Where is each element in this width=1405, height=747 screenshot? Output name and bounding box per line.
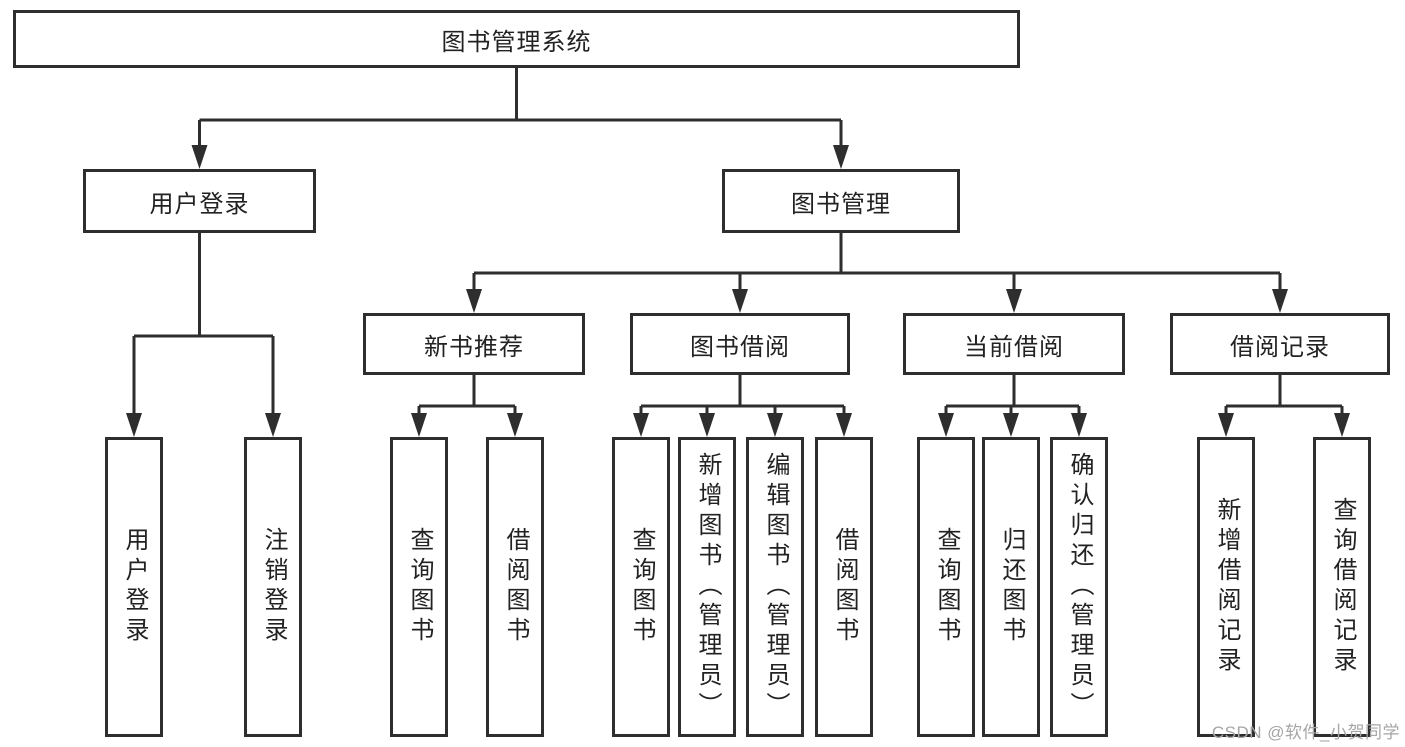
node-label: 确认归还（管理员） (1066, 452, 1093, 722)
node-query-books-recommend: 查询图书 (390, 437, 448, 737)
arrow-down-icon (507, 413, 523, 437)
arrow-down-icon (836, 413, 852, 437)
node-query-borrow-record: 查询借阅记录 (1313, 437, 1371, 737)
arrow-down-icon (411, 413, 427, 437)
arrow-down-icon (265, 413, 281, 437)
node-new-book-recommend: 新书推荐 (363, 313, 585, 375)
node-book-management: 图书管理 (722, 169, 960, 233)
node-label: 新增图书（管理员） (694, 452, 721, 722)
arrow-down-icon (1218, 413, 1234, 437)
node-borrow-books-recommend: 借阅图书 (486, 437, 544, 737)
node-label: 新书推荐 (424, 333, 524, 361)
node-label: 查询借阅记录 (1329, 497, 1356, 677)
node-label: 新增借阅记录 (1213, 497, 1240, 677)
node-label: 借阅图书 (831, 527, 858, 647)
connector-book-management-to-level3 (472, 233, 1282, 294)
node-label: 借阅记录 (1230, 333, 1330, 361)
node-book-borrowing: 图书借阅 (630, 313, 850, 375)
node-user-login: 用户登录 (83, 169, 316, 233)
arrow-down-icon (191, 145, 208, 169)
node-label: 查询图书 (628, 527, 655, 647)
connector-current-borrowing-to-leaves (944, 375, 1081, 418)
arrow-down-icon (732, 289, 748, 313)
arrow-down-icon (699, 413, 715, 437)
connector-user-login-to-leaves (132, 233, 275, 418)
arrow-down-icon (1071, 413, 1087, 437)
arrow-down-icon (126, 413, 142, 437)
arrow-down-icon (1006, 289, 1022, 313)
node-label: 图书借阅 (690, 333, 790, 361)
node-user-login-leaf: 用户登录 (105, 437, 163, 737)
node-label: 查询图书 (406, 527, 433, 647)
arrow-down-icon (633, 413, 649, 437)
node-edit-book-admin: 编辑图书（管理员） (746, 437, 804, 737)
connector-borrow-records-to-leaves (1224, 375, 1344, 418)
arrow-down-icon (1272, 289, 1288, 313)
arrow-down-icon (466, 289, 482, 313)
node-label: 图书管理系统 (441, 28, 592, 56)
arrow-down-icon (1003, 413, 1019, 437)
node-label: 编辑图书（管理员） (762, 452, 789, 722)
node-label: 归还图书 (998, 527, 1025, 647)
arrow-down-icon (833, 145, 849, 169)
csdn-watermark: CSDN @软件_小贺同学 (1211, 723, 1400, 742)
node-query-books-current: 查询图书 (917, 437, 975, 737)
node-borrow-records: 借阅记录 (1170, 313, 1390, 375)
node-logout: 注销登录 (244, 437, 302, 737)
node-confirm-return-admin: 确认归还（管理员） (1050, 437, 1108, 737)
node-label: 借阅图书 (502, 527, 529, 647)
node-query-books-borrowing: 查询图书 (612, 437, 670, 737)
connector-root-to-level2 (198, 68, 843, 150)
node-library-management-system: 图书管理系统 (13, 10, 1020, 68)
node-add-book-admin: 新增图书（管理员） (678, 437, 736, 737)
node-add-borrow-record: 新增借阅记录 (1197, 437, 1255, 737)
node-label: 注销登录 (260, 527, 287, 647)
node-label: 图书管理 (791, 190, 891, 218)
node-return-book: 归还图书 (982, 437, 1040, 737)
connector-new-book-recommend-to-leaves (417, 375, 517, 418)
connector-book-borrowing-to-leaves (639, 375, 846, 418)
node-current-borrowing: 当前借阅 (903, 313, 1125, 375)
arrow-down-icon (767, 413, 783, 437)
node-label: 用户登录 (121, 527, 148, 647)
node-label: 当前借阅 (964, 333, 1064, 361)
arrow-down-icon (1334, 413, 1350, 437)
node-label: 查询图书 (933, 527, 960, 647)
node-borrow-books-borrowing: 借阅图书 (815, 437, 873, 737)
node-label: 用户登录 (149, 190, 250, 218)
arrow-down-icon (938, 413, 954, 437)
